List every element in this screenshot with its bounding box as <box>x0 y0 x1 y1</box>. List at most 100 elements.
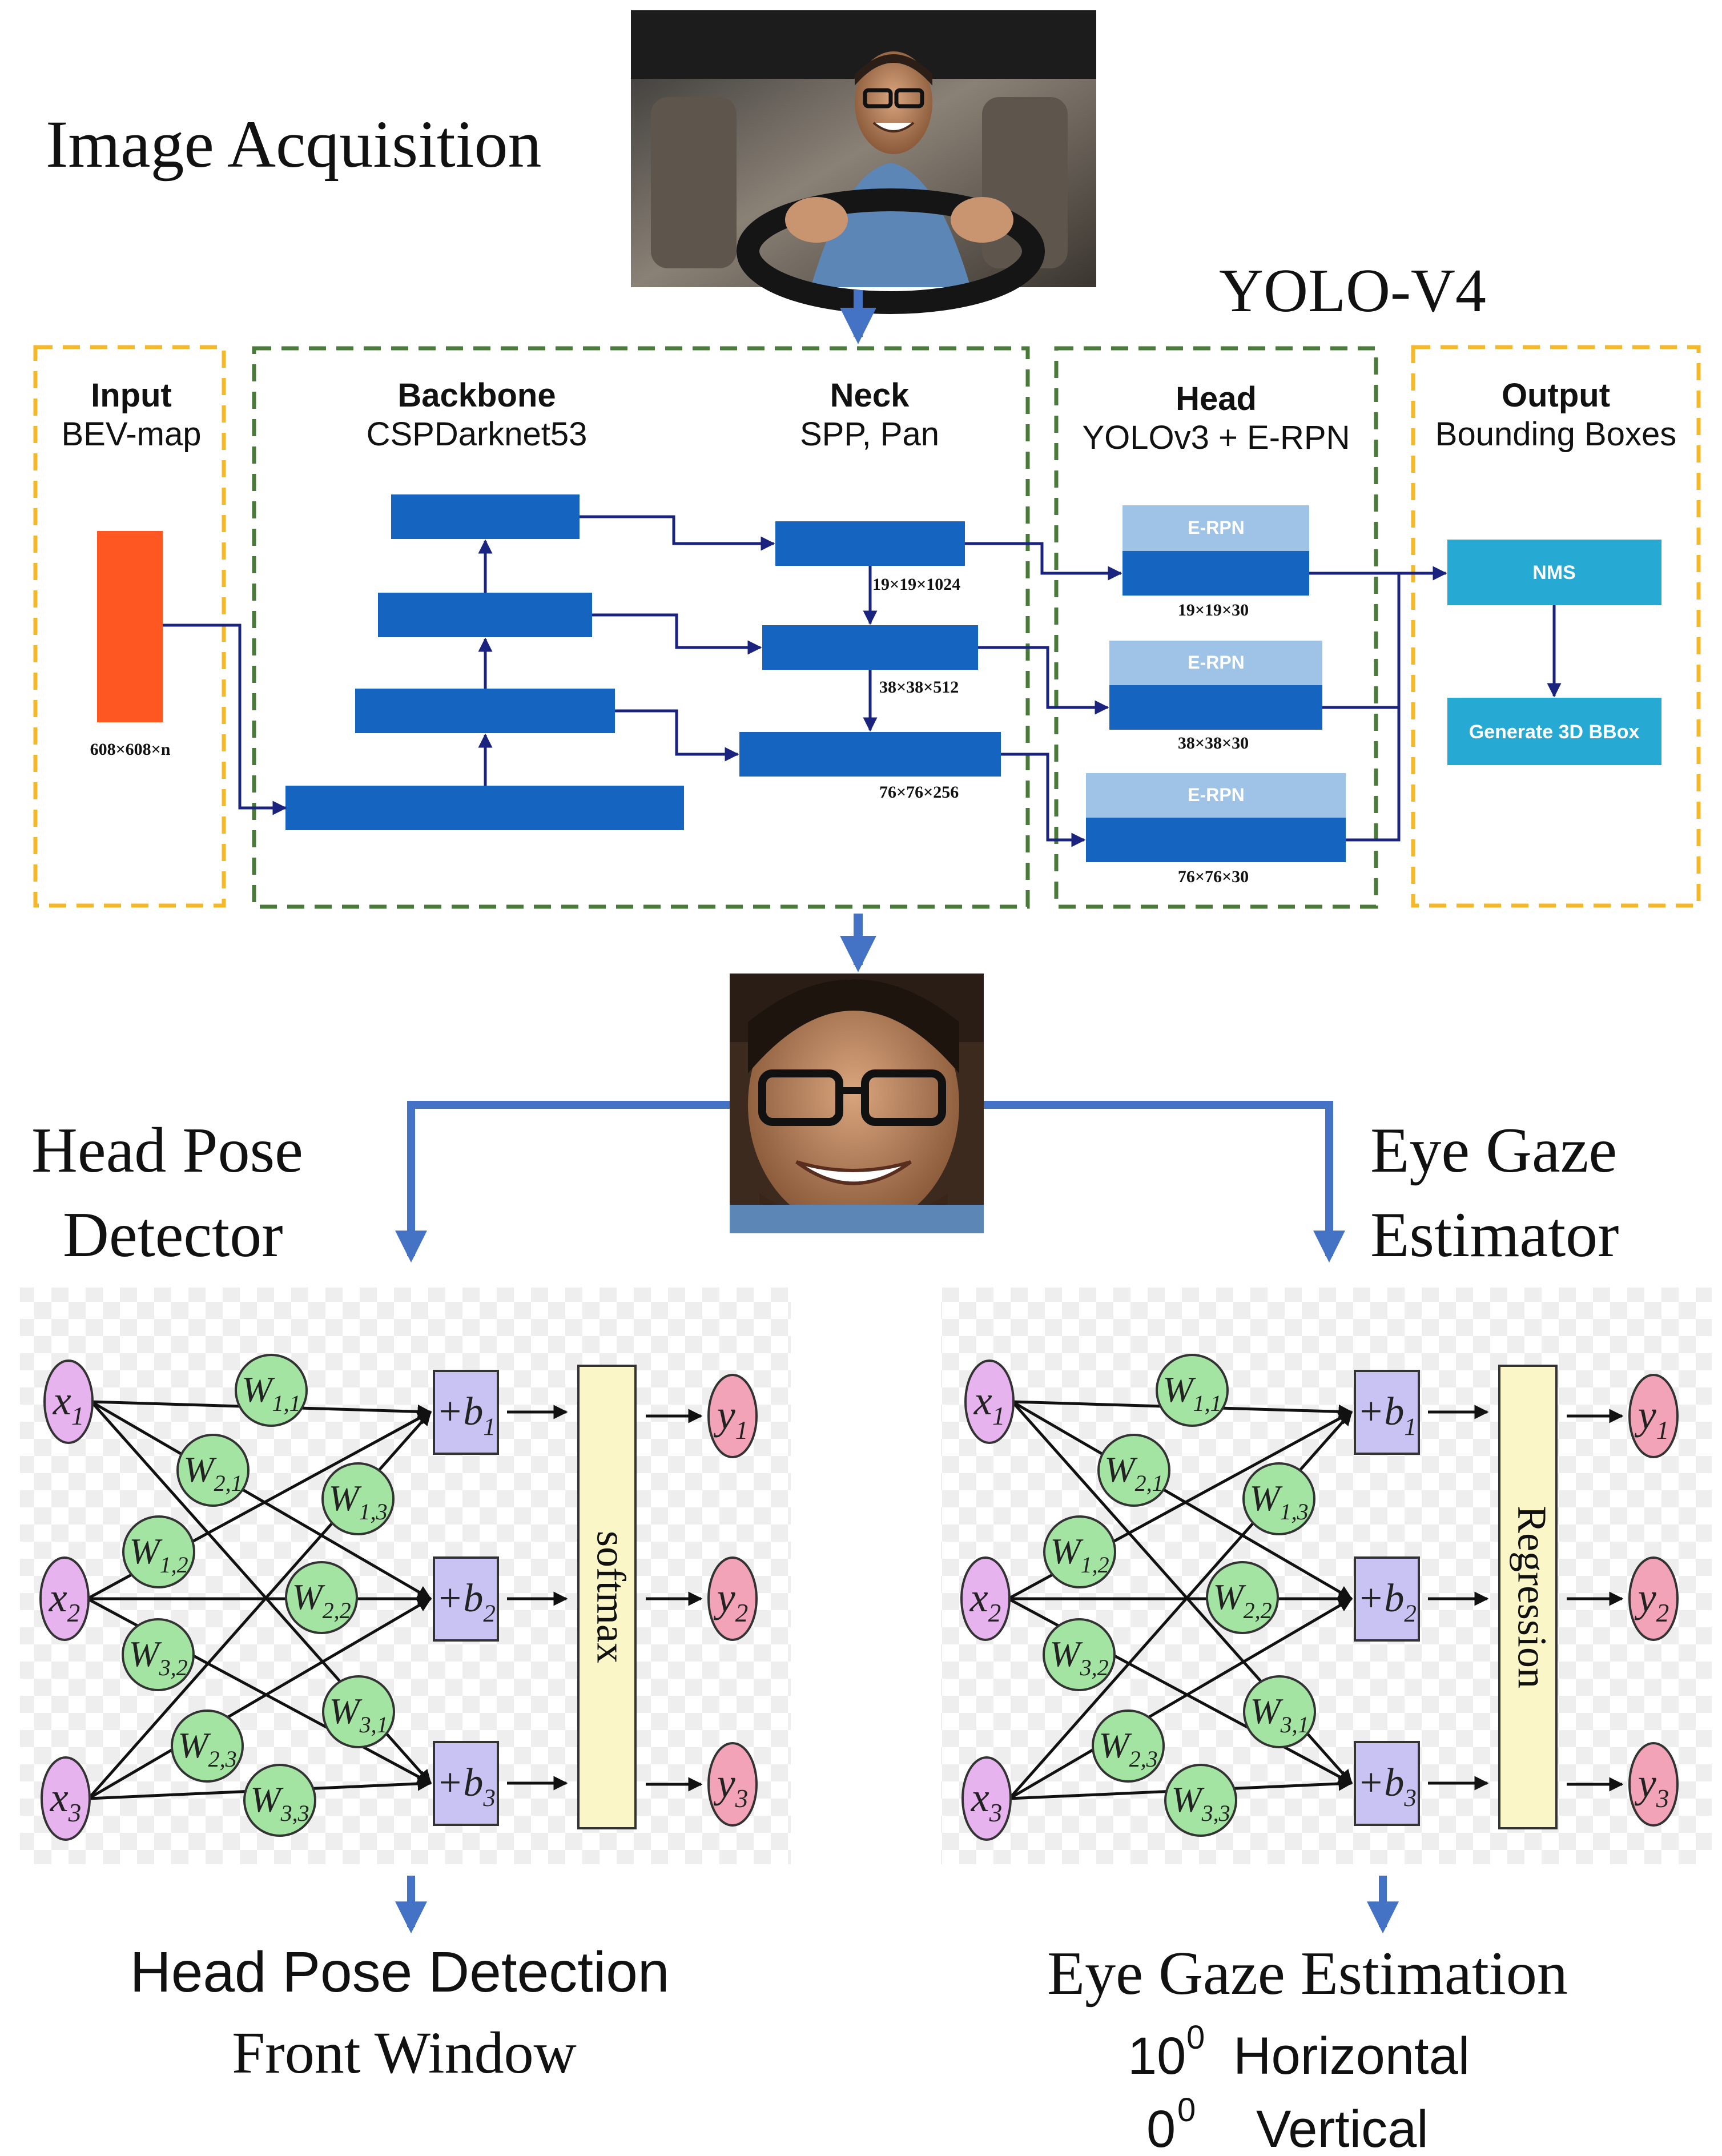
head-pose-input-node: x3 <box>41 1756 91 1841</box>
head-pose-weight-label: W2,1 <box>183 1449 242 1496</box>
head-pose-bias-node: +b3 <box>433 1741 499 1826</box>
eye-gaze-bias-label: +b3 <box>1357 1761 1417 1812</box>
head-pose-weight-node: W2,3 <box>171 1709 244 1783</box>
head-pose-activation-box <box>577 1365 637 1829</box>
eye-gaze-weight-label: W1,2 <box>1050 1531 1109 1578</box>
horizontal-angle: 10 0 Horizontal <box>1128 2019 1470 2085</box>
generate-3d-bbox-block <box>1447 698 1661 765</box>
eye-gaze-weight-node: W1,2 <box>1043 1515 1116 1588</box>
eye-gaze-output-node: y1 <box>1628 1374 1679 1458</box>
backbone-subtitle: CSPDarknet53 <box>367 416 588 453</box>
head-pose-input-node: x1 <box>43 1359 94 1444</box>
horizontal-value: 10 <box>1128 2027 1186 2085</box>
eye-gaze-weight-label: W3,3 <box>1171 1779 1230 1826</box>
head-pose-weight-label: W2,2 <box>292 1576 351 1623</box>
front-window-result: Front Window <box>232 2020 576 2086</box>
head-pose-weight-label: W3,1 <box>329 1691 388 1737</box>
eye-gaze-edge <box>1011 1400 1353 1600</box>
eye-gaze-bias-node: +b2 <box>1354 1556 1420 1642</box>
backbone-title: Backbone <box>397 377 556 414</box>
backbone-block-3 <box>355 689 615 733</box>
output-subtitle: Bounding Boxes <box>1435 416 1676 453</box>
neck-dims-1: 19×19×1024 <box>872 575 960 594</box>
eye-gaze-output-label: y1 <box>1634 1392 1669 1445</box>
eye-gaze-weight-node: W2,1 <box>1097 1434 1170 1507</box>
eye-gaze-input-node: x2 <box>960 1556 1011 1641</box>
head-pose-weight-node: W3,2 <box>122 1618 195 1691</box>
head-pose-weight-node: W3,1 <box>322 1675 395 1748</box>
head-block-2: E-RPN 38×38×30 <box>1109 641 1322 753</box>
backbone-block-1 <box>391 494 580 539</box>
head-pose-input-node: x2 <box>39 1556 90 1641</box>
image-acquisition-title: Image Acquisition <box>46 107 541 182</box>
eye-gaze-input-label: x1 <box>973 1378 1005 1430</box>
head-dims-2: 38×38×30 <box>1178 734 1249 753</box>
head-pose-detection-result: Head Pose Detection <box>130 1940 669 2004</box>
head-subtitle: YOLOv3 + E-RPN <box>1083 419 1350 456</box>
eye-gaze-input-label: x2 <box>969 1575 1001 1627</box>
vertical-angle: 0 0 Vertical <box>1146 2091 1429 2156</box>
erpn-label-3: E-RPN <box>1188 785 1245 805</box>
eye-gaze-bias-label: +b2 <box>1357 1576 1417 1627</box>
head-dims-3: 76×76×30 <box>1178 867 1249 886</box>
head-pose-input-label: x3 <box>50 1775 81 1827</box>
eye-gaze-output-node: y3 <box>1628 1742 1679 1827</box>
vertical-value: 0 <box>1146 2100 1176 2156</box>
eye-gaze-weight-node: W1,1 <box>1156 1354 1229 1427</box>
output-title: Output <box>1502 377 1610 414</box>
head-pose-bias-node: +b2 <box>433 1556 499 1642</box>
eye-gaze-weight-node: W2,3 <box>1092 1709 1165 1783</box>
backbone-block-4 <box>285 786 684 830</box>
input-title: Input <box>91 377 172 414</box>
eye-gaze-edge <box>1008 1597 1353 1800</box>
head-pose-edge <box>90 1400 432 1600</box>
eye-gaze-weight-node: W2,2 <box>1206 1561 1279 1634</box>
branch-arrows <box>395 1101 1345 1263</box>
head-pose-weight-node: W2,1 <box>176 1434 250 1507</box>
generate-3d-bbox-label: Generate 3D BBox <box>1469 721 1640 743</box>
head-pose-detector-title-line2: Detector <box>63 1200 283 1270</box>
eye-gaze-weight-label: W3,1 <box>1250 1691 1309 1737</box>
yolo-architecture: Input BEV-map Backbone CSPDarknet53 Neck… <box>33 345 1701 909</box>
neck-subtitle: SPP, Pan <box>800 416 939 453</box>
head-pose-detector-title-line1: Head Pose <box>31 1115 303 1186</box>
neck-block-3 <box>739 732 1001 777</box>
eye-gaze-estimator-title-line2: Estimator <box>1370 1200 1619 1270</box>
eye-gaze-edges <box>1007 1400 1353 1800</box>
head-pose-bias-label: +b2 <box>436 1576 496 1627</box>
head-pose-input-label: x1 <box>53 1378 84 1430</box>
eye-gaze-output-node: y2 <box>1628 1556 1679 1641</box>
head-pose-bias-node: +b1 <box>433 1370 499 1455</box>
neck-dims-2: 38×38×512 <box>879 678 959 697</box>
driver-photo <box>631 10 1096 314</box>
head-dims-1: 19×19×30 <box>1178 601 1249 620</box>
yolo-title: YOLO-V4 <box>1219 257 1486 325</box>
eye-gaze-weight-label: W1,3 <box>1249 1478 1308 1525</box>
eye-gaze-weight-label: W2,2 <box>1213 1576 1272 1623</box>
head-pose-output-label: y3 <box>713 1760 748 1813</box>
eye-gaze-weight-node: W3,2 <box>1043 1618 1116 1691</box>
eye-gaze-weight-node: W3,1 <box>1243 1675 1316 1748</box>
eye-gaze-bias-label: +b1 <box>1357 1390 1417 1441</box>
neck-block-2 <box>762 625 978 670</box>
head-pose-output-node: y1 <box>707 1374 758 1458</box>
eye-gaze-estimation-result: Eye Gaze Estimation <box>1047 1940 1568 2008</box>
head-pose-bias-label: +b3 <box>436 1761 496 1812</box>
eye-gaze-input-label: x3 <box>971 1775 1002 1827</box>
head-block-3: E-RPN 76×76×30 <box>1086 773 1346 886</box>
erpn-label-2: E-RPN <box>1188 652 1245 673</box>
head-block-1: E-RPN 19×19×30 <box>1122 505 1309 620</box>
eye-gaze-bias-node: +b3 <box>1354 1741 1420 1826</box>
nms-label: NMS <box>1532 562 1576 584</box>
eye-gaze-estimator-title-line1: Eye Gaze <box>1370 1115 1617 1186</box>
backbone-neck-frame <box>252 346 1030 909</box>
eye-gaze-weight-label: W1,1 <box>1162 1369 1221 1416</box>
horizontal-label: Horizontal <box>1233 2027 1470 2085</box>
eye-gaze-bias-node: +b1 <box>1354 1370 1420 1455</box>
head-pose-activation-label: softmax <box>588 1531 634 1663</box>
neck-dims-3: 76×76×256 <box>879 783 959 802</box>
eye-gaze-weight-node: W1,3 <box>1242 1462 1315 1535</box>
